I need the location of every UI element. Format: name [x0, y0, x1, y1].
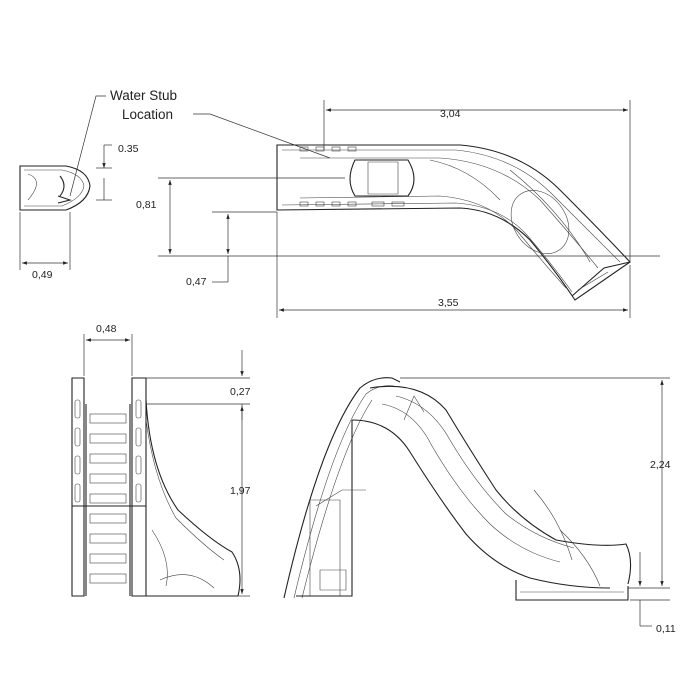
dim-rail-height: 0,27 — [230, 386, 251, 398]
dim-entry-offset: 0,47 — [186, 276, 207, 288]
dim-deck-height: 1,97 — [230, 485, 251, 497]
dim-top-length: 3,04 — [440, 108, 461, 120]
callout-line-1: Water Stub — [110, 88, 177, 103]
water-stub-callout: Water Stub Location — [69, 88, 331, 197]
callout-leader-right — [193, 113, 331, 159]
front-view: 0,48 0,27 1,97 — [71, 323, 251, 597]
callout-leader-left — [69, 95, 106, 197]
dim-total-length: 3,55 — [438, 297, 459, 309]
top-view: 3,04 3,55 0,81 0,47 — [136, 100, 660, 318]
dim-stub-depth: 0.35 — [118, 143, 139, 155]
dim-ladder-width: 0,48 — [96, 323, 117, 335]
dim-stub-width: 0,49 — [32, 269, 53, 281]
dim-total-height: 2,24 — [650, 459, 671, 471]
dim-exit-height: 0,11 — [656, 623, 676, 635]
callout-line-2: Location — [122, 107, 173, 122]
side-view: 2,24 0,11 — [283, 377, 676, 635]
dim-entry-height: 0,81 — [136, 199, 157, 211]
end-view: 0.35 0,49 — [19, 143, 139, 281]
